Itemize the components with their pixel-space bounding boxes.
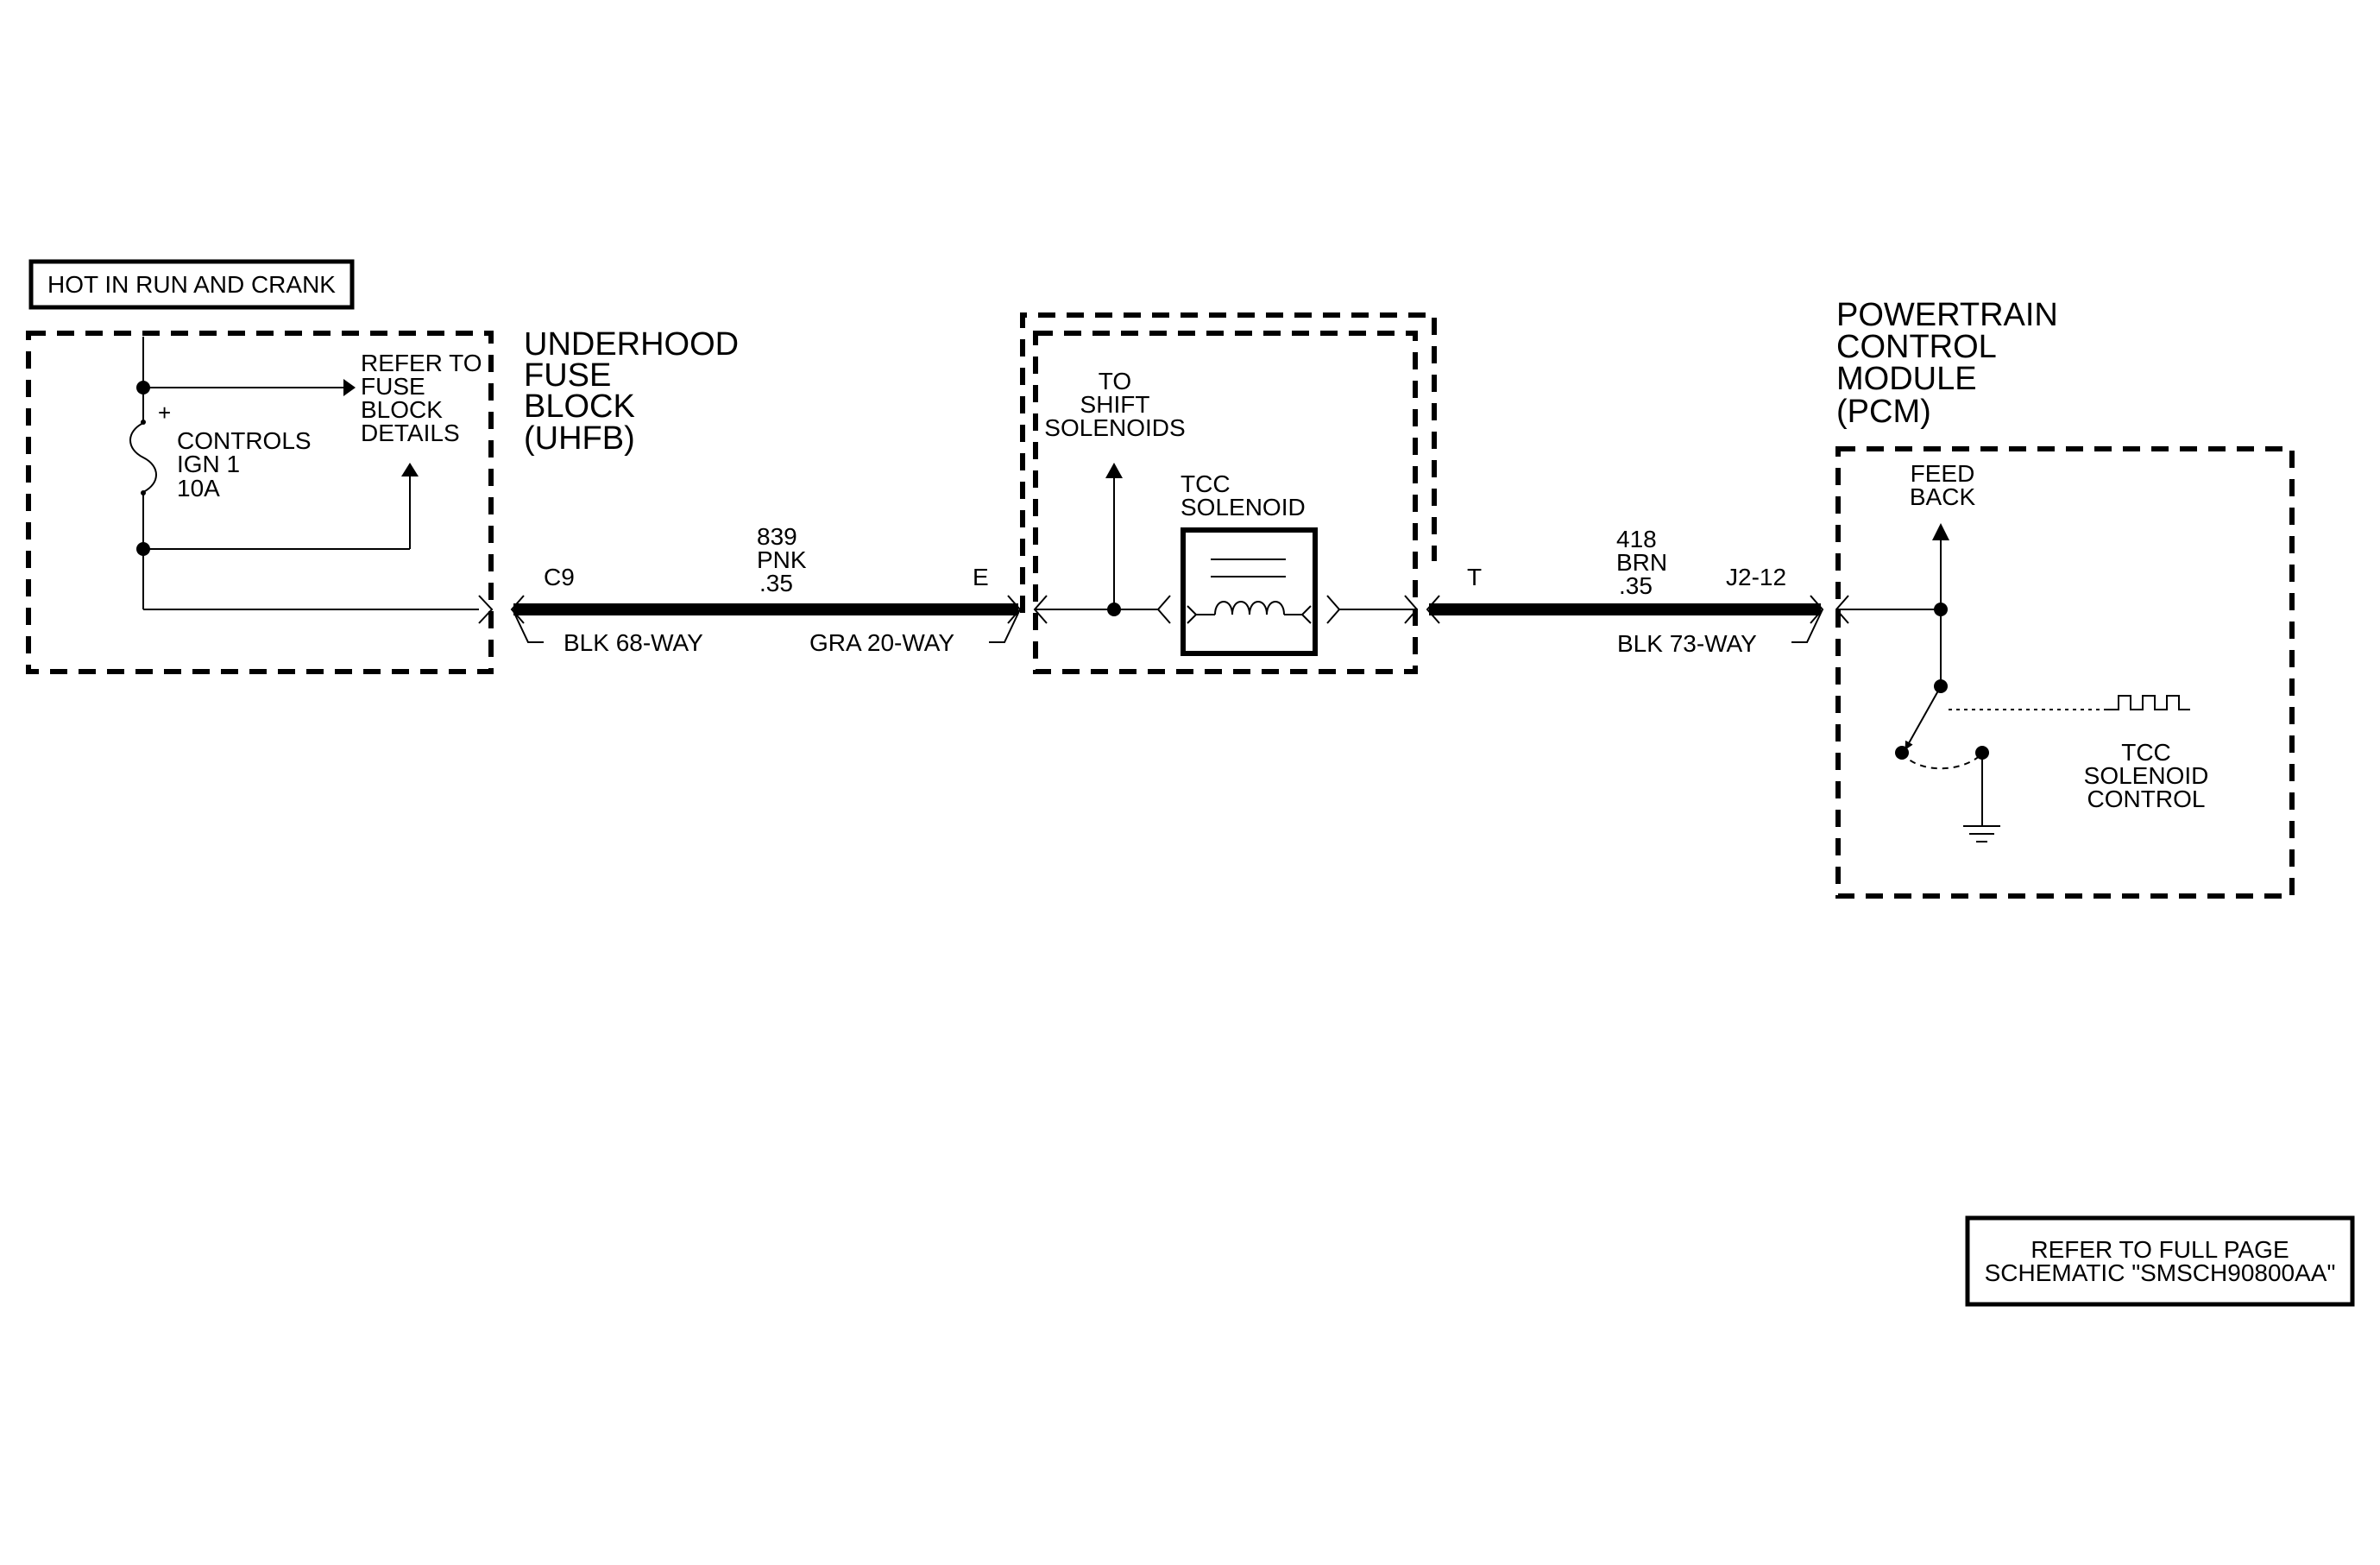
pcm-wiring: [1835, 523, 2190, 842]
svg-text:SHIFT: SHIFT: [1080, 391, 1150, 418]
female-terminal-icon: [478, 595, 494, 624]
svg-text:CONTROL: CONTROL: [1836, 329, 1997, 365]
svg-text:.35: .35: [759, 570, 793, 596]
fuse-block-title: UNDERHOOD FUSE BLOCK (UHFB): [524, 326, 739, 457]
svg-text:FUSE: FUSE: [524, 357, 611, 394]
svg-text:PNK: PNK: [757, 546, 807, 573]
splice-dot: [1107, 603, 1121, 616]
transmission-partial-outline: [1020, 312, 1437, 613]
connector-blk-68-way-label: BLK 68-WAY: [564, 629, 703, 656]
splice-dot: [136, 381, 150, 394]
switch-blade-icon: [1905, 685, 1942, 750]
svg-text:10A: 10A: [177, 475, 220, 502]
transmission-enclosure: [1033, 331, 1418, 674]
pcm-tcc-solenoid-control-label: TCC SOLENOID CONTROL: [2084, 739, 2209, 812]
wire-418: [1426, 595, 1824, 643]
fuse-plus-sign: +: [158, 400, 171, 426]
wire-839-label: 839 PNK .35: [757, 523, 807, 596]
svg-text:FUSE: FUSE: [361, 373, 425, 400]
fuse-block-enclosure: [26, 331, 494, 674]
svg-text:TCC: TCC: [2121, 739, 2171, 766]
svg-text:REFER TO: REFER TO: [361, 350, 482, 376]
feedback-arrow-icon: [1932, 523, 1949, 540]
svg-text:BLOCK: BLOCK: [361, 396, 443, 423]
svg-text:SOLENOIDS: SOLENOIDS: [1044, 414, 1185, 441]
hot-in-run-label: HOT IN RUN AND CRANK: [47, 271, 336, 298]
svg-text:BLOCK: BLOCK: [524, 388, 635, 425]
connector-j2-12-label: J2-12: [1726, 564, 1786, 590]
fuse-label: CONTROLS IGN 1 10A: [177, 427, 312, 502]
svg-text:.35: .35: [1619, 572, 1653, 599]
svg-text:IGN 1: IGN 1: [177, 451, 240, 477]
svg-text:418: 418: [1616, 526, 1657, 552]
svg-text:SOLENOID: SOLENOID: [2084, 762, 2209, 789]
svg-text:POWERTRAIN: POWERTRAIN: [1836, 297, 2058, 333]
refer-arrow-up-icon: [401, 463, 419, 476]
connector-blk-73-way-label: BLK 73-WAY: [1617, 630, 1757, 657]
svg-text:BACK: BACK: [1910, 483, 1976, 510]
refer-fuse-block-details: REFER TO FUSE BLOCK DETAILS: [361, 350, 482, 446]
refer-full-page-line-2: SCHEMATIC "SMSCH90800AA": [1985, 1259, 2336, 1286]
wire-839: [510, 595, 1022, 643]
splice-dot: [136, 542, 150, 556]
tcc-solenoid-box: [1181, 527, 1318, 656]
connector-t-label: T: [1467, 564, 1482, 590]
refer-full-page-line-1: REFER TO FULL PAGE: [2031, 1236, 2289, 1263]
pcm-feedback-label: FEED BACK: [1910, 460, 1976, 510]
svg-text:CONTROLS: CONTROLS: [177, 427, 312, 454]
fuse-icon: [129, 422, 157, 493]
svg-text:MODULE: MODULE: [1836, 361, 1977, 397]
shift-solenoids-label: TO SHIFT SOLENOIDS: [1044, 368, 1185, 441]
svg-text:FEED: FEED: [1911, 460, 1975, 487]
svg-text:CONTROL: CONTROL: [2087, 786, 2206, 812]
svg-text:UNDERHOOD: UNDERHOOD: [524, 326, 739, 363]
splice-dot: [1934, 679, 1948, 693]
pwm-signal-icon: [2107, 695, 2190, 710]
tcc-solenoid-label: TCC SOLENOID: [1181, 470, 1306, 521]
connector-e-label: E: [973, 564, 989, 590]
connector-c9-label: C9: [544, 564, 575, 590]
connector-gra-20-way-label: GRA 20-WAY: [809, 629, 954, 656]
svg-text:(PCM): (PCM): [1836, 394, 1931, 430]
pcm-enclosure: [1835, 446, 2295, 899]
refer-full-page-box: REFER TO FULL PAGE SCHEMATIC "SMSCH90800…: [1965, 1215, 2355, 1307]
switch-contact-dot: [1975, 746, 1989, 760]
fuse-block-wiring: [129, 337, 494, 624]
wire-418-label: 418 BRN .35: [1616, 526, 1667, 599]
solenoid-coil-icon: [1214, 601, 1285, 615]
refer-arrow-right-icon: [343, 379, 356, 396]
pcm-title: POWERTRAIN CONTROL MODULE (PCM): [1836, 297, 2058, 430]
svg-text:DETAILS: DETAILS: [361, 420, 460, 446]
svg-text:SOLENOID: SOLENOID: [1181, 494, 1306, 521]
hot-in-run-label-box: HOT IN RUN AND CRANK: [28, 259, 355, 310]
svg-text:BRN: BRN: [1616, 549, 1667, 576]
transmission-wiring: [1033, 463, 1419, 656]
shift-solenoids-arrow-icon: [1105, 463, 1123, 478]
svg-text:839: 839: [757, 523, 797, 550]
svg-text:(UHFB): (UHFB): [524, 420, 635, 457]
splice-dot: [1934, 603, 1948, 616]
switch-contact-dot: [1895, 746, 1909, 760]
svg-text:TO: TO: [1099, 368, 1131, 394]
svg-text:TCC: TCC: [1181, 470, 1231, 497]
